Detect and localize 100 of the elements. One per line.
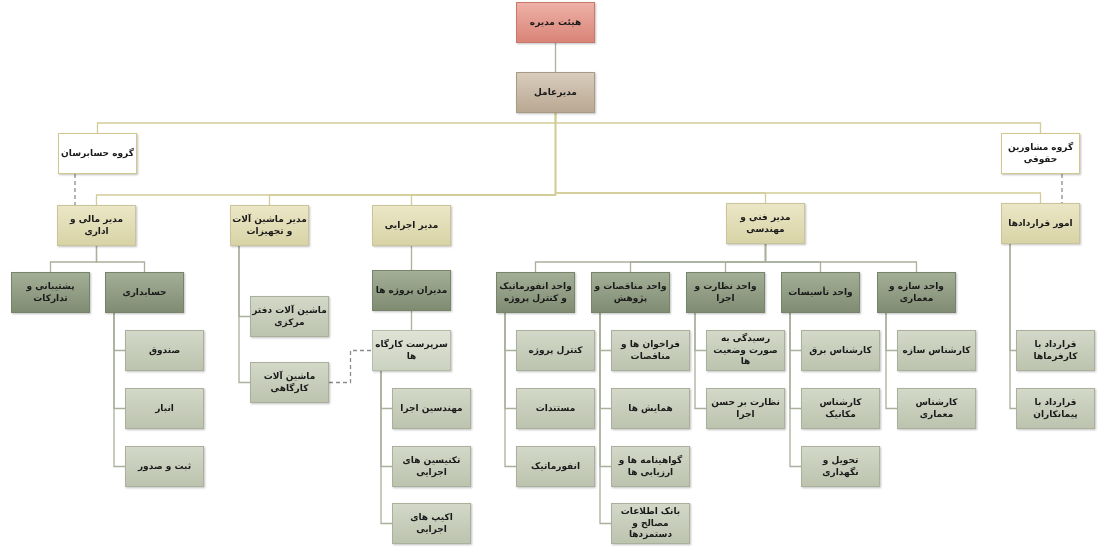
box-label: مدیر اجرایی (384, 219, 439, 232)
connector-line (113, 312, 126, 468)
box-label: کارشناس سازه (902, 344, 971, 357)
connector-line (599, 312, 612, 525)
box-label: کارشناس مکانیک (818, 396, 863, 421)
box-label: حسابداری (122, 286, 167, 299)
box-label: سرپرست کارگاه ها (374, 338, 449, 363)
box-label: بانک اطلاعات مصالح و دستمزدها (619, 505, 682, 542)
box-label: کنترل پروژه (528, 344, 583, 357)
connector-line (504, 312, 517, 468)
org-box (392, 388, 471, 429)
org-box (877, 272, 956, 313)
connector-line (789, 312, 802, 468)
connector-line (74, 173, 76, 206)
box-label: قرارداد با کارفرماها (1032, 338, 1079, 363)
box-label: هیئت مدیره (529, 16, 582, 29)
org-box (125, 330, 204, 371)
org-box (58, 133, 137, 174)
org-box (897, 330, 976, 371)
connector-line (554, 112, 1042, 204)
box-label: همایش ها (628, 402, 673, 415)
box-label: گروه مشاورین حقوقی (1006, 141, 1075, 166)
connector-line (694, 312, 707, 410)
box-label: انفورماتیک (531, 460, 580, 473)
org-box (516, 446, 595, 487)
org-box (125, 388, 204, 429)
org-box (11, 272, 90, 313)
box-label: صندوق (148, 344, 181, 357)
org-box (372, 270, 451, 311)
box-label: گواهینامه ها و ارزیابی ها (617, 454, 684, 479)
org-box (57, 205, 136, 246)
org-box (801, 388, 880, 429)
box-label: مدیرعامل (534, 86, 577, 99)
box-label: مدیر فنی و مهندسی (739, 211, 792, 236)
org-box (1001, 133, 1080, 174)
org-box (611, 446, 690, 487)
org-box (611, 503, 690, 544)
box-label: انبار (155, 402, 174, 415)
connector-line (885, 312, 898, 410)
box-label: مدیر ماشین آلات و تجهیزات (232, 213, 307, 238)
connector-line (554, 42, 557, 73)
box-label: مدیران پروژه ها (375, 284, 448, 297)
box-label: واحد مناقصات و پژوهش (593, 280, 668, 305)
org-box (372, 330, 451, 371)
org-box (250, 296, 329, 337)
box-label: گروه حسابرسان (61, 147, 134, 160)
org-box (250, 362, 329, 403)
box-label: واحد نظارت و اجرا (693, 280, 758, 305)
org-box (496, 272, 575, 313)
box-label: مستندات (535, 402, 576, 415)
connector-line (1009, 243, 1017, 410)
org-box (230, 205, 309, 246)
box-label: واحد سازه و معماری (887, 280, 945, 305)
connector-line (380, 370, 393, 525)
box-label: ثبت و صدور (137, 460, 192, 473)
org-box (706, 388, 785, 429)
box-label: کارشناس معماری (914, 396, 959, 421)
box-label: رسیدگی به صورت وضعیت ها (712, 332, 779, 369)
connector-line (95, 245, 146, 273)
org-box (516, 2, 595, 43)
org-box (516, 388, 595, 429)
box-label: پشتیبانی و تدارکات (25, 280, 76, 305)
org-box (801, 330, 880, 371)
org-box (611, 388, 690, 429)
box-label: تکنیسین های اجرایی (401, 454, 462, 479)
box-label: تحویل و نگهداری (821, 454, 860, 479)
box-label: ماشین آلات کارگاهی (262, 370, 317, 395)
org-box (392, 446, 471, 487)
org-box (706, 330, 785, 371)
box-label: کارشناس برق (809, 344, 872, 357)
org-box (105, 272, 184, 313)
org-box (516, 330, 595, 371)
box-label: قرارداد با پیمانکاران (1032, 396, 1079, 421)
org-box (801, 446, 880, 487)
connector-line (328, 349, 373, 384)
box-label: فراخوان ها و مناقصات (619, 338, 681, 363)
org-box (781, 272, 860, 313)
org-box (1016, 388, 1095, 429)
box-label: امور قراردادها (1008, 217, 1073, 230)
org-box (726, 203, 805, 244)
connector-line (764, 243, 918, 273)
box-label: مدیر مالی و اداری (68, 213, 124, 238)
connector-line (238, 245, 251, 384)
box-label: ماشین آلات دفتر مرکزی (252, 304, 327, 329)
org-box (897, 388, 976, 429)
org-box (611, 330, 690, 371)
org-box (372, 205, 451, 246)
box-label: اکیپ های اجرایی (409, 511, 454, 536)
connector-line (410, 245, 413, 271)
org-box (392, 503, 471, 544)
org-box (1001, 203, 1080, 244)
connector-line (410, 310, 413, 331)
org-box (1016, 330, 1095, 371)
box-label: واحد تأسیسات (788, 286, 853, 299)
box-label: واحد انفورماتیک و کنترل پروژه (498, 280, 573, 305)
org-box (591, 272, 670, 313)
box-label: مهندسین اجرا (400, 402, 463, 415)
box-label: نظارت بر حسن اجرا (710, 396, 781, 421)
org-box (516, 72, 595, 113)
org-box (125, 446, 204, 487)
